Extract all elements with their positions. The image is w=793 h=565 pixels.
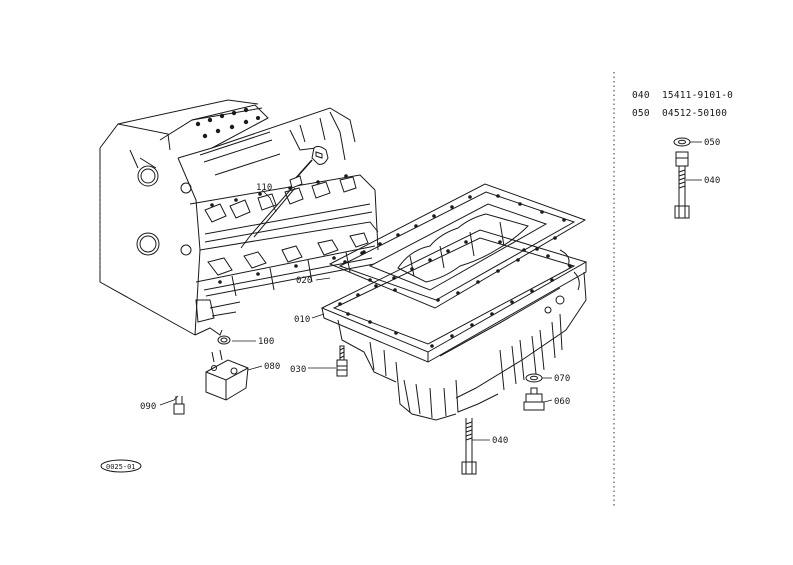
diagram-id-badge: 0025-01 [100,459,142,473]
parts-table-number: 15411-9101-0 [662,90,733,101]
callout-040: 040 [492,436,508,446]
callout-070: 070 [554,374,570,384]
callout-080: 080 [264,362,280,372]
washer-070 [525,373,543,383]
oil-pan [320,229,588,421]
adapter-080 [205,349,249,401]
dipstick [240,145,329,249]
callout-010: 010 [294,315,310,325]
bolt-030 [336,345,348,377]
callout-100: 100 [258,337,274,347]
callout-030: 030 [290,365,306,375]
callout-090: 090 [140,402,156,412]
side-detail-sketch [673,137,691,219]
parts-table-ref: 040 [632,90,650,101]
callout-050-side: 050 [704,138,720,148]
diagram-id-label: 0025-01 [106,463,136,471]
drain-plug-060 [523,387,545,411]
oil-pan-gasket [328,183,587,309]
parts-table-ref: 050 [632,108,650,119]
parts-table: 040 15411-9101-0 050 04512-50100 [632,90,733,119]
parts-table-number: 04512-50100 [662,108,727,119]
callout-060: 060 [554,397,570,407]
bolt-090 [173,396,185,415]
callout-110: 110 [256,183,272,193]
engine-block [99,99,379,336]
leader-lines [159,141,702,441]
callout-040-side: 040 [704,176,720,186]
callout-020: 020 [296,276,312,286]
o-ring-100 [217,335,231,345]
bolt-040 [461,418,477,475]
